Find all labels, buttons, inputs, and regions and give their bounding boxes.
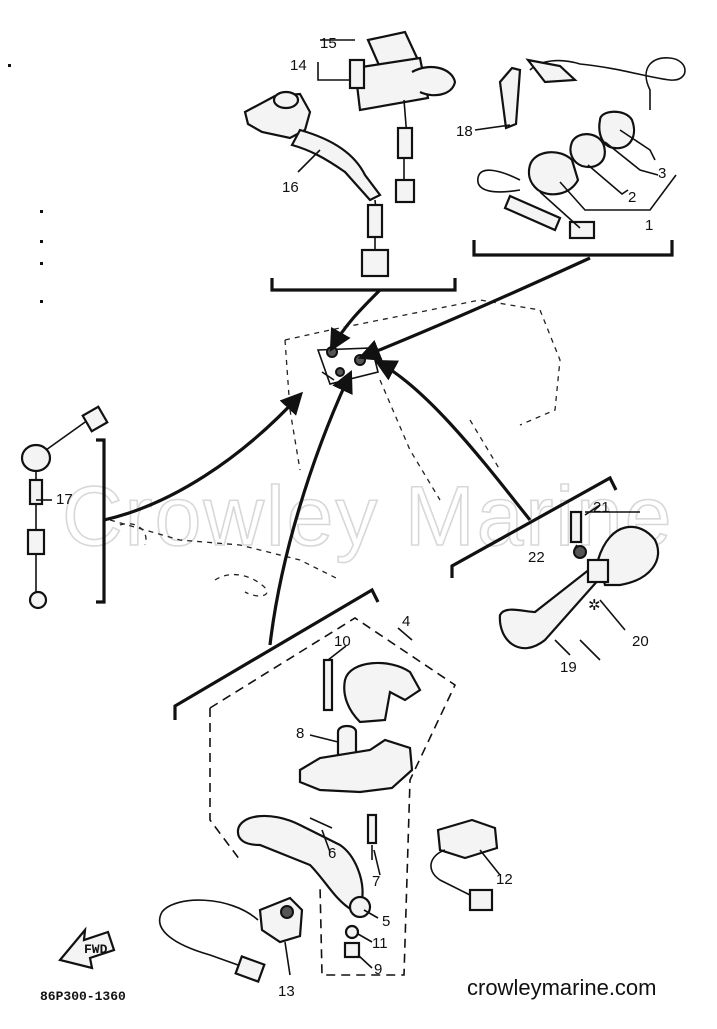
site-url: crowleymarine.com (467, 975, 657, 1000)
bracket-top-left (270, 278, 457, 292)
box-outline-4 (209, 617, 457, 976)
callout-8: 8 (296, 725, 304, 742)
switch-housing-4 (236, 658, 422, 959)
svg-text:FWD: FWD (84, 942, 108, 957)
callout-5: 5 (382, 913, 390, 930)
horn-19: ✲ (498, 504, 660, 656)
wire-right (374, 359, 532, 521)
bracket-top-right (472, 240, 674, 257)
callout-19: 19 (560, 659, 577, 676)
connector-12 (430, 818, 499, 912)
wire-bottom (268, 369, 353, 646)
bracket-right (450, 475, 618, 578)
callout-2: 2 (628, 189, 636, 206)
wire-top-left (329, 288, 382, 352)
callout-1: 1 (645, 217, 653, 234)
switch-13 (158, 896, 304, 983)
callout-17: 17 (56, 491, 73, 508)
wire-left (103, 391, 304, 522)
cord-17 (20, 405, 109, 610)
callout-6: 6 (328, 845, 336, 862)
callout-numbers: 1 2 3 4 5 6 7 8 9 10 11 12 13 14 15 16 1… (56, 35, 666, 1000)
stop-switch-16 (243, 90, 390, 278)
callout-21: 21 (593, 499, 610, 516)
callout-18: 18 (456, 123, 473, 140)
relay-assembly (317, 30, 457, 204)
callout-12: 12 (496, 871, 513, 888)
callout-3: 3 (658, 165, 666, 182)
callout-10: 10 (334, 633, 351, 650)
callout-15: 15 (320, 35, 337, 52)
callout-4: 4 (402, 613, 410, 630)
callout-9: 9 (374, 961, 382, 978)
callout-13: 13 (278, 983, 295, 1000)
svg-text:✲: ✲ (588, 597, 601, 614)
callout-14: 14 (290, 57, 307, 74)
callout-22: 22 (528, 549, 545, 566)
callout-16: 16 (282, 179, 299, 196)
callout-20: 20 (632, 633, 649, 650)
main-switch-assembly (477, 57, 686, 240)
wire-top-right (357, 256, 591, 361)
bracket-left (96, 438, 106, 604)
callout-11: 11 (372, 935, 388, 952)
bracket-bottom (173, 587, 380, 720)
margin-marks (8, 64, 43, 303)
diagram-code: 86P300-1360 (40, 989, 126, 1004)
callout-7: 7 (372, 873, 380, 890)
callout-leaders (36, 124, 640, 976)
fwd-arrow: FWD (58, 926, 116, 970)
